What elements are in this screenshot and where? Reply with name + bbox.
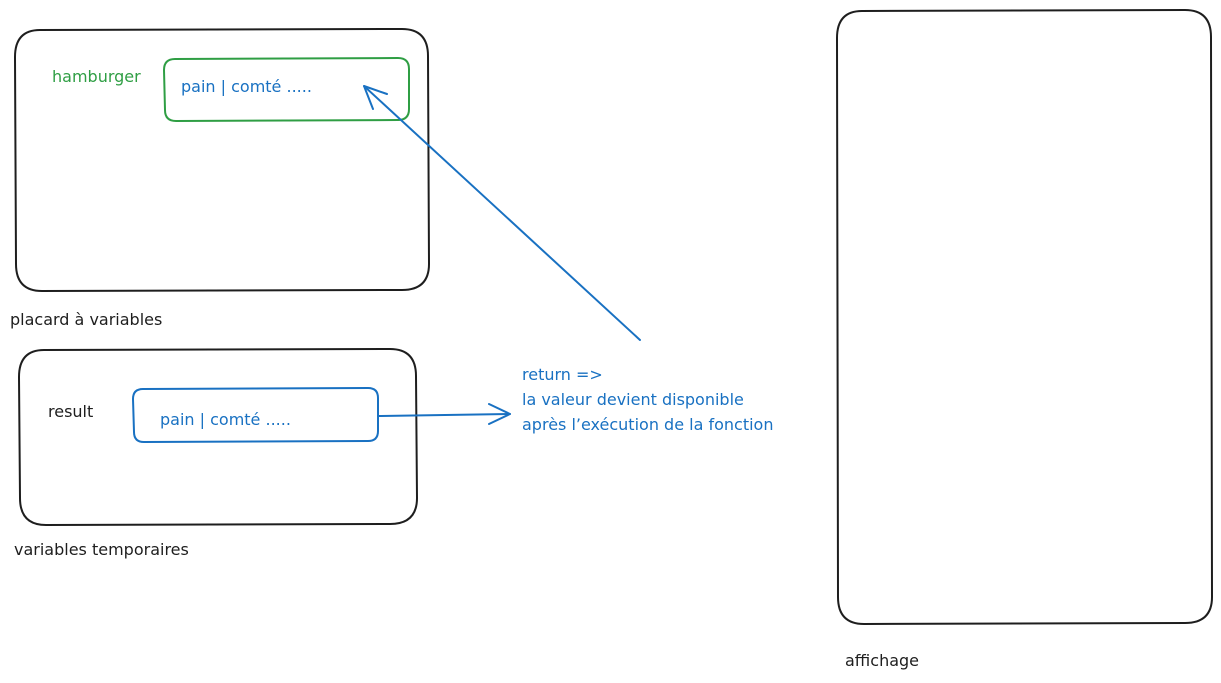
result-variable-name: result	[48, 402, 94, 421]
return-note-line-3: après l’exécution de la fonction	[522, 415, 774, 434]
affichage-caption: affichage	[845, 651, 920, 670]
return-note-line-2: la valeur devient disponible	[522, 390, 744, 409]
hamburger-variable-value: pain | comté .....	[181, 77, 312, 96]
temporaires-caption: variables temporaires	[14, 540, 189, 559]
hamburger-value-box	[163, 57, 410, 122]
assign-arrow	[363, 85, 641, 341]
affichage-box	[836, 9, 1213, 625]
placard-caption: placard à variables	[10, 310, 163, 329]
temporaires-box	[18, 348, 418, 526]
return-arrow	[377, 403, 511, 425]
hamburger-variable-name: hamburger	[52, 67, 141, 86]
result-value-box	[132, 387, 379, 443]
placard-box	[14, 28, 430, 292]
return-note-line-1: return =>	[522, 365, 603, 384]
result-variable-value: pain | comté .....	[160, 410, 291, 429]
